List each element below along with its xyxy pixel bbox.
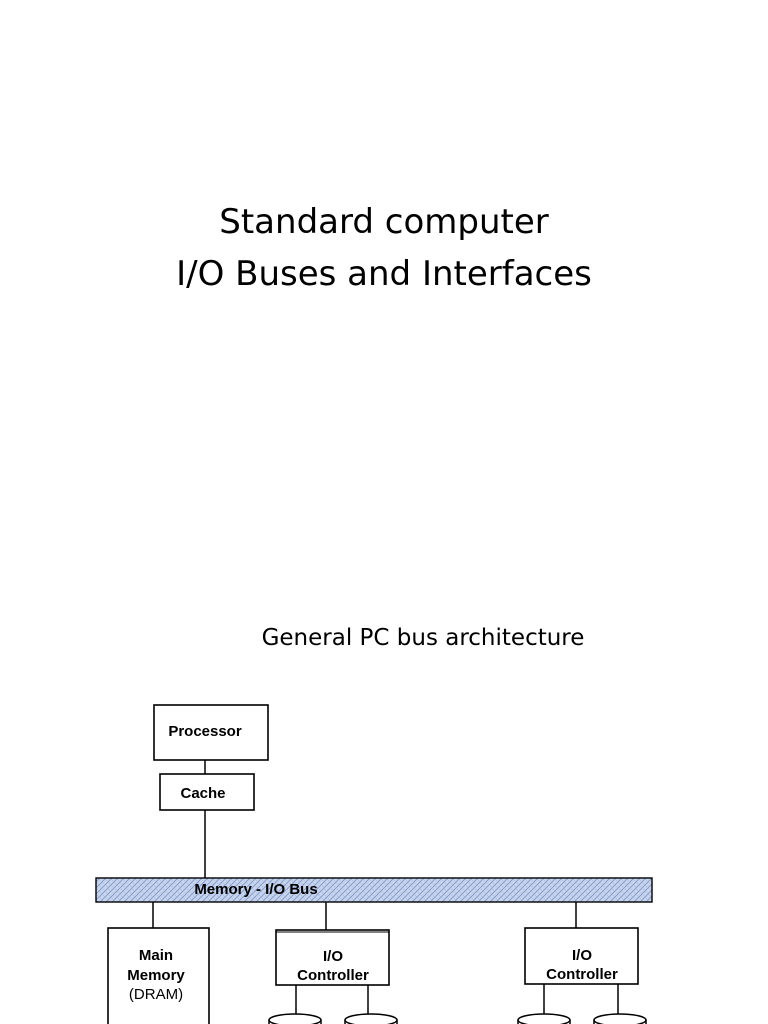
disk-icon	[268, 1013, 322, 1024]
cache-label: Cache	[180, 785, 225, 802]
io-controller-2-label-line1: I/O	[572, 947, 592, 964]
processor-box: Processor	[153, 704, 269, 761]
slide-title-line1: Standard computer	[219, 202, 549, 242]
cache-box: Cache	[159, 773, 255, 811]
main-memory-label-line1: Main	[139, 947, 173, 964]
memory-io-bus: Memory - I/O Bus	[95, 877, 653, 903]
io-controller-1-label-line2: Controller	[297, 967, 369, 984]
io-controller-1-box: I/O Controller	[275, 929, 390, 986]
main-memory-box: Main Memory (DRAM)	[107, 927, 210, 1024]
io-controller-1-label-line1: I/O	[323, 948, 343, 965]
disk-icon	[517, 1013, 571, 1024]
io-controller-2-label-line2: Controller	[546, 966, 618, 983]
slide-title-line2: I/O Buses and Interfaces	[176, 254, 592, 294]
diagram-title: General PC bus architecture	[261, 625, 585, 651]
bus-label: Memory - I/O Bus	[194, 881, 317, 898]
disk-icon	[344, 1013, 398, 1024]
main-memory-label-line2: Memory	[127, 967, 185, 984]
main-memory-label-line3: (DRAM)	[129, 986, 183, 1003]
io-controller-2-box: I/O Controller	[524, 927, 639, 985]
slide-title: Standard computer I/O Buses and Interfac…	[0, 196, 768, 300]
disk-icon	[593, 1013, 647, 1024]
processor-label: Processor	[168, 723, 242, 740]
